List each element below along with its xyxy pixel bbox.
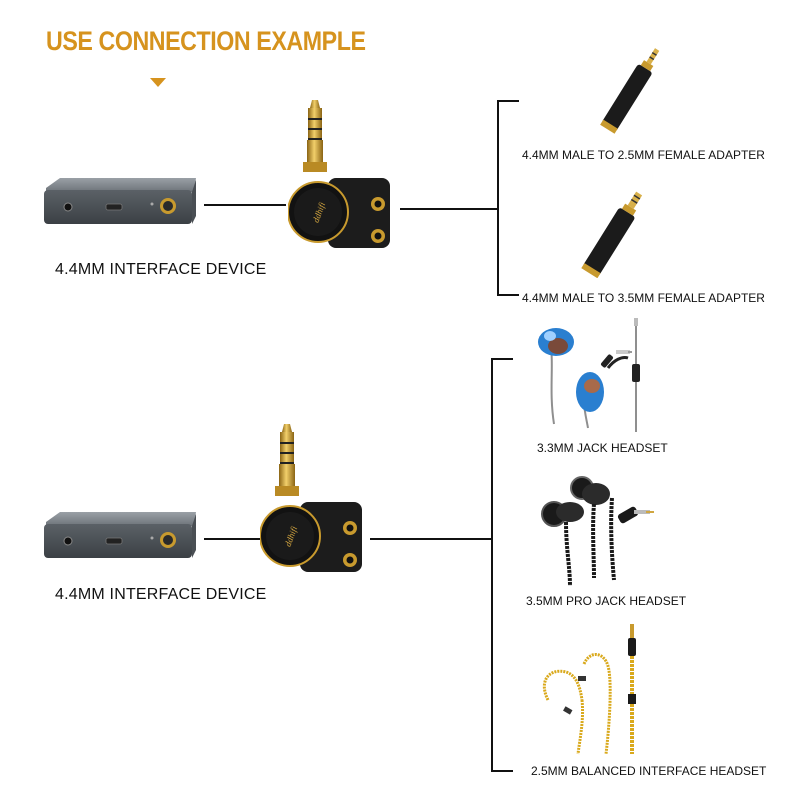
output-label-3-3mm-headset: 3.3MM JACK HEADSET [537,441,668,455]
bracket-top-tick-1 [497,100,519,102]
adapter-2-5mm-icon [600,48,660,134]
output-label-2-5mm-balanced-headset: 2.5MM BALANCED INTERFACE HEADSET [531,764,767,778]
bracket-top-tick-2 [491,358,513,360]
connector-line-adapter-bracket-2 [370,538,492,540]
bracket-bottom-tick-1 [497,294,519,296]
output-label-adapter-2-5mm: 4.4MM MALE TO 2.5MM FEMALE ADAPTER [522,148,765,162]
bracket-vertical-1 [497,100,499,296]
down-arrow-icon [150,78,166,87]
angled-4-4mm-splitter-adapter-icon: ddhifi [288,100,390,248]
connector-line-device-adapter-2 [204,538,260,540]
dac-amplifier-device-icon [44,178,196,224]
dac-amplifier-device-icon [44,512,196,558]
bracket-vertical-2 [491,358,493,772]
black-earbuds-headset-icon [541,476,654,587]
bracket-bottom-tick-2 [491,770,513,772]
adapter-3-5mm-icon [581,191,643,278]
connector-line-device-adapter-1 [204,204,286,206]
angled-4-4mm-splitter-adapter-icon: ddhifi [260,424,362,572]
blue-iem-headset-icon [538,318,640,432]
gold-cable-iem-icon [542,624,636,755]
output-label-adapter-3-5mm: 4.4MM MALE TO 3.5MM FEMALE ADAPTER [522,291,765,305]
page-title: USE CONNECTION EXAMPLE [46,26,366,56]
connector-line-adapter-bracket-1 [400,208,498,210]
device-label-section2: 4.4MM INTERFACE DEVICE [55,586,267,603]
device-label-section1: 4.4MM INTERFACE DEVICE [55,261,267,278]
output-label-3-5mm-pro-headset: 3.5MM PRO JACK HEADSET [526,594,687,608]
